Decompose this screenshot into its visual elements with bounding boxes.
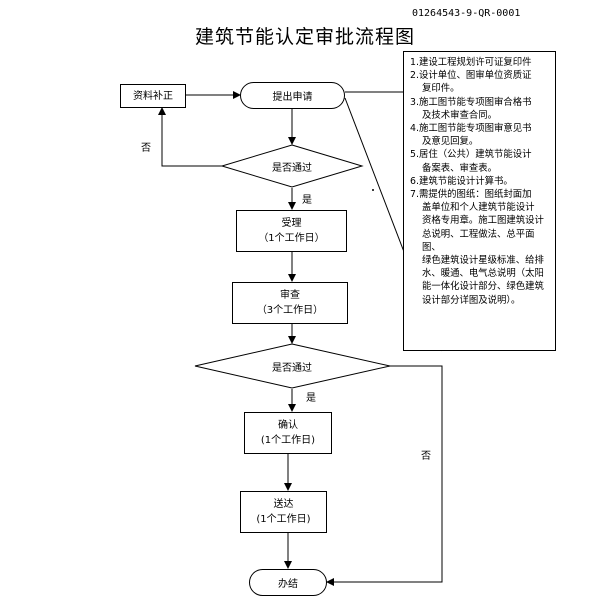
edge-label-no-1: 否	[141, 143, 151, 154]
submit-label: 提出申请	[272, 92, 313, 103]
confirm-label: 确认	[278, 420, 298, 431]
decision-diamond-1	[220, 144, 364, 188]
notes-line: 7.需提供的图纸：图纸封面加	[410, 189, 532, 201]
arrow-check1-no-to-supplement	[158, 107, 222, 167]
document-code: 01264543-9-QR-0001	[412, 8, 521, 19]
submit-terminal: 提出申请	[240, 82, 345, 109]
check1-label: 是否通过	[272, 163, 312, 174]
notes-line: 5.居住（公共）建筑节能设计	[410, 149, 532, 161]
deliver-label: 送达	[273, 499, 294, 510]
deliver-box: 送达 (1个工作日)	[240, 491, 327, 533]
notes-line: 绿色建筑设计星级标准、给排	[422, 255, 544, 267]
stray-dot	[372, 189, 374, 191]
deliver-time: (1个工作日)	[256, 514, 311, 525]
notes-line: 设计部分详图及说明）。	[422, 294, 521, 306]
notes-line: 复印件。	[422, 83, 460, 95]
check2-label: 是否通过	[272, 363, 312, 374]
accept-time: （1个工作日）	[258, 233, 325, 244]
notes-line: 3.施工图节能专项图审合格书	[410, 96, 532, 108]
accept-label: 受理	[281, 218, 302, 229]
finish-terminal: 办结	[249, 569, 327, 596]
notes-line: 水、暖通、电气总说明（太阳	[422, 268, 544, 280]
notes-line: 备案表、审查表。	[422, 162, 498, 174]
notes-line: 及意见回复。	[422, 136, 479, 148]
finish-label: 办结	[278, 579, 298, 590]
notes-line: 2.设计单位、图审单位资质证	[410, 70, 532, 82]
confirm-time: (1个工作日)	[260, 435, 316, 446]
edge-label-yes-2: 是	[306, 393, 316, 404]
notes-line: 盖单位和个人建筑节能设计	[422, 202, 535, 214]
page-title: 建筑节能认定审批流程图	[194, 26, 415, 48]
edge-label-yes-1: 是	[302, 195, 312, 206]
notes-line: 能一体化设计部分、绿色建筑	[422, 281, 544, 293]
requirements-notes-box: 1.建设工程规划许可证复印件 2.设计单位、图审单位资质证复印件。3.施工图节能专…	[403, 51, 556, 351]
supplement-label: 资料补正	[133, 90, 173, 102]
decision-diamond-2	[194, 343, 391, 389]
notes-line: 4.施工图节能专项图审意见书	[410, 123, 532, 135]
notes-line: 6.建筑节能设计计算书。	[410, 175, 513, 187]
accept-box: 受理 （1个工作日）	[236, 210, 347, 252]
edge-label-no-2: 否	[421, 451, 431, 462]
review-label: 审查	[280, 290, 300, 301]
confirm-box: 确认 (1个工作日)	[244, 412, 332, 454]
supplement-box: 资料补正	[120, 84, 186, 108]
notes-line: 1.建设工程规划许可证复印件	[410, 57, 532, 68]
review-box: 审查 （3个工作日）	[232, 282, 348, 324]
notes-line: 总说明、工程做法、总平面图、	[422, 228, 535, 253]
notes-line: 及技术审查合同。	[422, 109, 498, 121]
notes-line: 资格专用章。施工图建筑设计	[422, 215, 544, 227]
arrow-check2-no-to-finish	[326, 365, 443, 586]
review-time: （3个工作日）	[256, 305, 324, 316]
